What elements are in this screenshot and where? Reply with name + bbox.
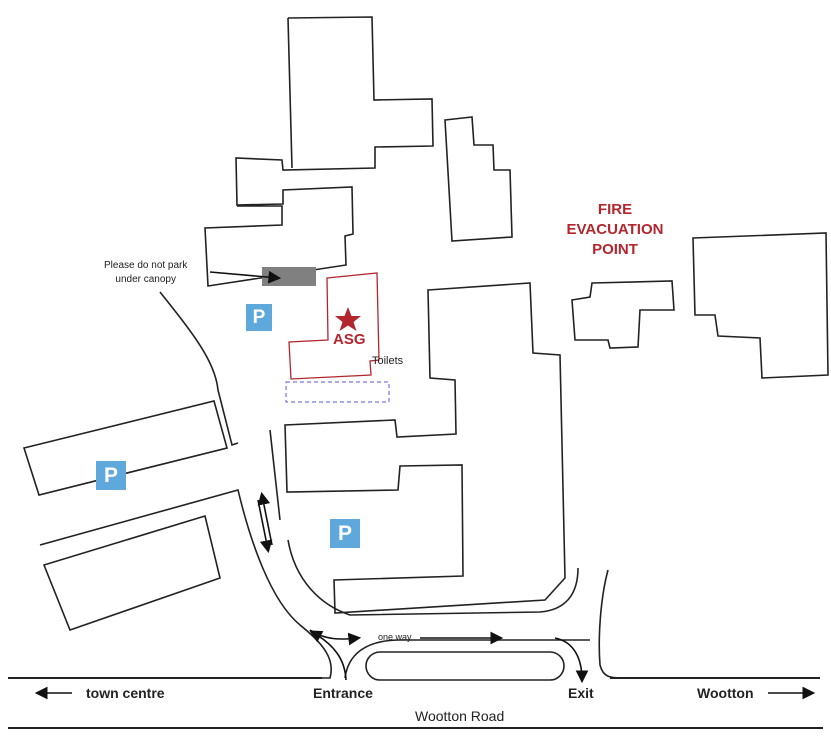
fire-line3: POINT xyxy=(592,241,638,258)
toilets-area xyxy=(285,381,390,403)
building-north-main xyxy=(287,17,293,169)
building-east xyxy=(692,232,829,379)
one-way-label: one way xyxy=(378,632,412,642)
parking-lot-west xyxy=(22,400,228,496)
canopy-note-line1: Please do not park xyxy=(104,260,188,271)
fire-line1: FIRE xyxy=(597,201,633,218)
entrance-label: Entrance xyxy=(313,685,373,701)
arrows xyxy=(34,270,816,700)
traffic-island xyxy=(365,651,565,681)
roads xyxy=(8,291,823,729)
asg-building xyxy=(288,272,380,380)
asg-star-icon xyxy=(335,307,361,331)
parking-icon: P xyxy=(96,461,126,490)
parking-lot-southwest xyxy=(42,514,221,632)
building-central xyxy=(284,282,566,614)
fire-line2: EVACUATION xyxy=(566,221,664,238)
wootton-label: Wootton xyxy=(697,685,754,701)
exit-label: Exit xyxy=(568,685,594,701)
building-tall xyxy=(444,116,513,242)
town-centre-label: town centre xyxy=(86,685,165,701)
parking-icon: P xyxy=(246,304,272,331)
building-evacuation xyxy=(571,280,675,349)
canopy-note-line2: under canopy xyxy=(115,274,176,285)
building-north xyxy=(204,16,434,287)
fire-evacuation-point: FIRE EVACUATION POINT xyxy=(540,200,690,260)
buildings xyxy=(22,16,829,632)
parking-icon: P xyxy=(330,519,360,548)
asg-label: ASG xyxy=(333,331,366,348)
toilets-label: Toilets xyxy=(372,355,404,367)
canopy-note: Please do not park under canopy xyxy=(104,259,187,287)
wootton-road-label: Wootton Road xyxy=(415,708,505,724)
